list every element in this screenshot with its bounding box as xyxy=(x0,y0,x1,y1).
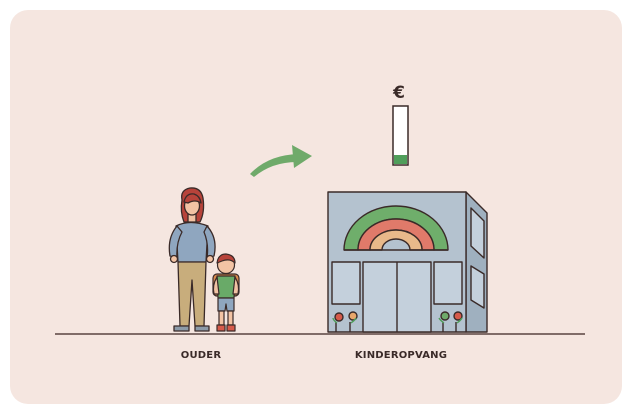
daycare-building xyxy=(327,191,488,333)
cost-level-fill xyxy=(394,155,407,164)
child-figure xyxy=(212,253,240,332)
parent-figure xyxy=(168,187,216,332)
illustration-card xyxy=(10,10,622,404)
rainbow-icon xyxy=(343,205,449,251)
cost-indicator: € xyxy=(392,83,409,166)
parent-label: OUDER xyxy=(180,350,222,361)
flow-arrow-icon xyxy=(250,145,312,177)
front-window xyxy=(331,261,361,305)
flower-pot-icon xyxy=(438,311,463,332)
euro-icon: € xyxy=(392,83,405,103)
front-window xyxy=(433,261,463,305)
flower-pot-icon xyxy=(332,311,358,332)
cost-level-bar xyxy=(392,105,409,166)
side-window xyxy=(470,207,485,259)
side-window xyxy=(470,265,485,309)
daycare-label: KINDEROPVANG xyxy=(354,350,448,361)
